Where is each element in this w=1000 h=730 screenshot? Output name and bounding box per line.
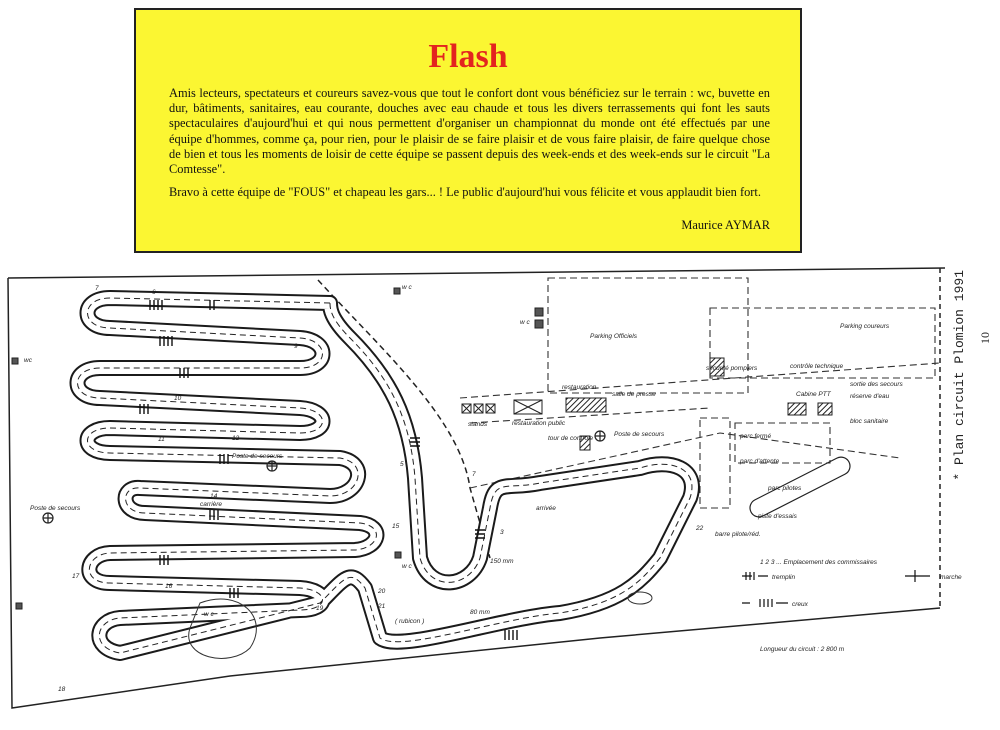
jump-markers — [139, 300, 518, 640]
legend-longueur: Longueur du circuit : 2 800 m — [760, 646, 845, 653]
marshal-number: 18 — [58, 686, 66, 693]
marshal-number: 22 — [695, 525, 704, 532]
label-wc-left: wc — [24, 357, 33, 364]
label-barre-pilote: barre pilote/réd. — [715, 531, 761, 538]
marshal-number: 9 — [294, 343, 298, 350]
flash-paragraph-2: Bravo à cette équipe de "FOUS" et chapea… — [169, 185, 761, 200]
legend-creux: creux — [792, 601, 809, 608]
label-sortie-secours: sortie des secours — [850, 381, 903, 388]
label-arrivee: arrivée — [536, 505, 556, 512]
label-stands: stands — [468, 421, 488, 428]
label-restauration-public: restauration public — [512, 420, 566, 427]
marshal-number: 3 — [500, 529, 504, 536]
marshal-number: 6 — [152, 289, 156, 296]
label-piste-essais: piste d'essais — [757, 513, 798, 520]
label-controle-technique: contrôle technique — [790, 363, 844, 370]
legend-symbols — [742, 570, 930, 607]
marshal-number: 14 — [210, 493, 218, 500]
label-tour-controle: tour de contrôle — [548, 435, 594, 442]
label-poste-secours-1: Poste de secours — [30, 505, 81, 512]
marshal-number: 12 — [232, 435, 240, 442]
marshal-number: 19 — [316, 605, 324, 612]
label-wc-mid: w c — [520, 319, 531, 326]
label-salle-presse: salle de presse — [612, 391, 656, 398]
flash-signature: Maurice AYMAR — [681, 218, 770, 232]
label-restauration: restauration — [562, 384, 597, 391]
buildings — [11, 287, 833, 610]
flash-body: Amis lecteurs, spectateurs et coureurs s… — [169, 86, 770, 208]
rock-area — [188, 591, 653, 659]
flash-paragraph-1: Amis lecteurs, spectateurs et coureurs s… — [169, 86, 770, 177]
marshal-number: 15 — [392, 523, 400, 530]
label-carriere: carrière — [200, 501, 222, 508]
label-poste-secours-3: Poste de secours — [614, 431, 665, 438]
label-depart-80m: 80 mm — [470, 609, 490, 616]
label-poste-secours-2: Poste de secours — [232, 453, 283, 460]
label-parc-pilotes: parc pilotes — [767, 485, 802, 492]
label-reserve-eau: réserve d'eau — [850, 393, 890, 400]
marshal-number: 7 — [95, 285, 99, 292]
paddock-zones — [459, 277, 941, 509]
label-wc-top: w c — [402, 284, 413, 291]
marshal-number: 16 — [165, 583, 173, 590]
marshal-number: 21 — [377, 603, 386, 610]
flash-title: Flash — [428, 38, 508, 75]
label-cabine-ptt: Cabine PTT — [796, 391, 832, 398]
label-securite-pompiers: sécurité pompiers — [706, 365, 758, 372]
legend-tremplin: tremplin — [772, 574, 796, 581]
label-parc-attente: parc d'attente — [739, 458, 780, 465]
stands — [461, 399, 543, 415]
label-wc-center: w c — [204, 611, 215, 618]
label-depart-150m: 150 mm — [490, 558, 514, 565]
label-bloc-sanitaire: bloc sanitaire — [850, 418, 889, 425]
marshal-number: 5 — [400, 461, 404, 468]
marshal-number: 10 — [174, 395, 182, 402]
marshal-number: 17 — [72, 573, 80, 580]
label-wc-bottom: w c — [402, 563, 413, 570]
main-circuit-inner — [78, 298, 692, 653]
flash-article-box: Flash Amis lecteurs, spectateurs et cour… — [134, 8, 802, 253]
first-aid-icon — [42, 430, 606, 524]
legend-commissaires: 1 2 3 ... Emplacement des commissaires — [760, 559, 878, 566]
marshal-number: 20 — [377, 588, 386, 595]
label-rubicon: ( rubicon ) — [395, 618, 424, 625]
label-parking-coureurs: Parking coureurs — [840, 323, 890, 330]
marshal-number: 11 — [158, 436, 165, 443]
circuit-map: w c wc w c w c w c Parking Officiels Par… — [7, 267, 962, 709]
label-parking-officiels: Parking Officiels — [590, 333, 638, 340]
test-track — [749, 456, 851, 518]
marshal-number: 7 — [472, 471, 476, 478]
map-boundary — [7, 267, 946, 709]
label-parc-ferme: parc fermé — [739, 433, 771, 440]
legend-marche: marche — [940, 574, 962, 581]
